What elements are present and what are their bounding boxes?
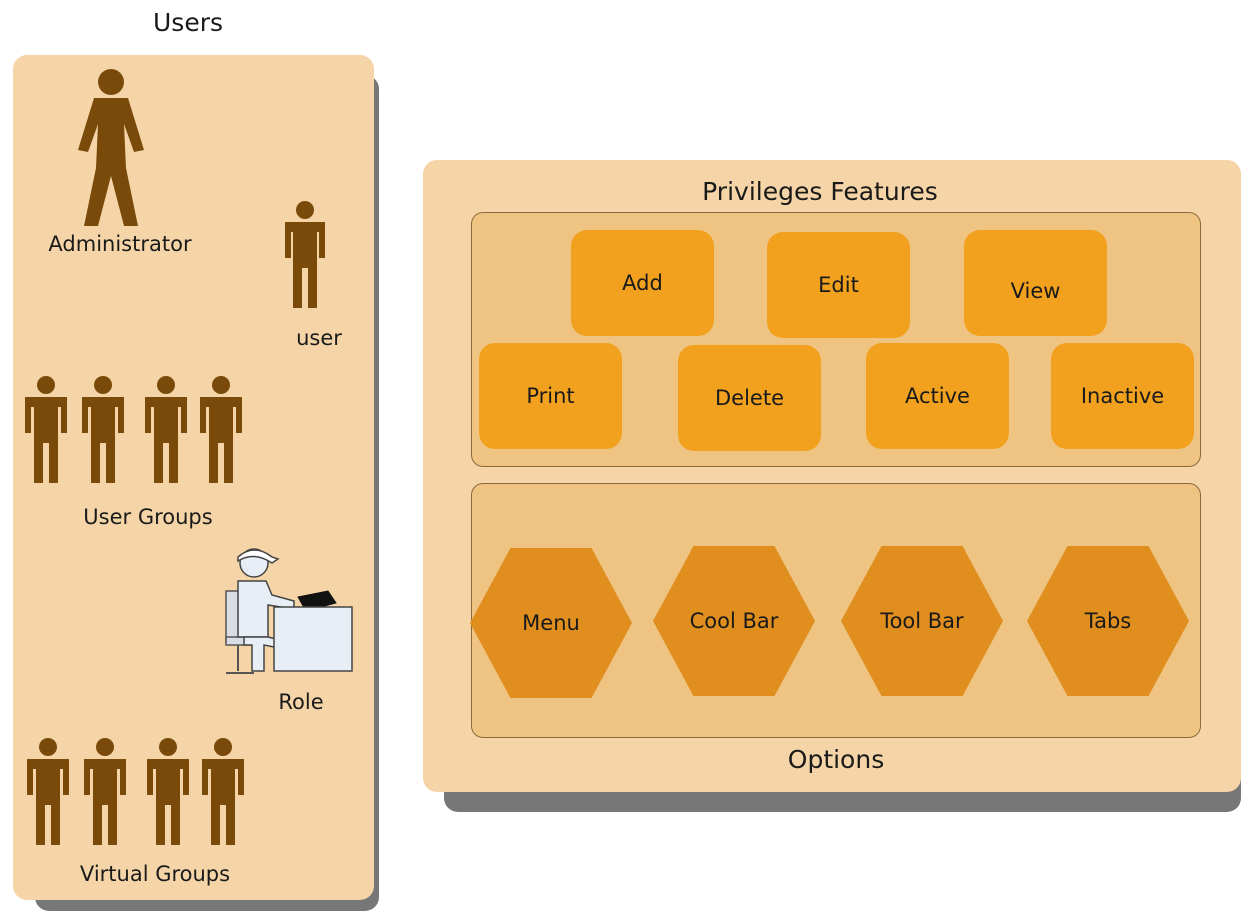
- user-icon: [285, 201, 325, 308]
- role-icon: [225, 548, 353, 674]
- tool-bar-option[interactable]: Tool Bar: [841, 546, 1003, 696]
- cool-bar-option[interactable]: Cool Bar: [653, 546, 815, 696]
- user-groups-icon: [25, 376, 242, 483]
- tabs-option[interactable]: Tabs: [1027, 546, 1189, 696]
- role-label: Role: [278, 690, 324, 714]
- user-groups-label: User Groups: [83, 505, 213, 529]
- virtual-groups-icon: [27, 738, 244, 845]
- administrator-icon: [78, 69, 144, 226]
- virtual-groups-label: Virtual Groups: [79, 862, 231, 886]
- privileges-title: Privileges Features: [702, 177, 938, 206]
- add-button[interactable]: Add: [571, 230, 714, 336]
- print-button[interactable]: Print: [479, 343, 622, 449]
- delete-button[interactable]: Delete: [678, 345, 821, 451]
- user-label: user: [296, 326, 342, 350]
- menu-option[interactable]: Menu: [470, 548, 632, 698]
- users-title: Users: [152, 8, 224, 37]
- active-button[interactable]: Active: [866, 343, 1009, 449]
- administrator-label: Administrator: [48, 232, 192, 256]
- edit-button[interactable]: Edit: [767, 232, 910, 338]
- users-panel: [13, 55, 374, 900]
- options-label: Options: [787, 745, 885, 774]
- inactive-button[interactable]: Inactive: [1051, 343, 1194, 449]
- view-button[interactable]: View: [964, 230, 1107, 336]
